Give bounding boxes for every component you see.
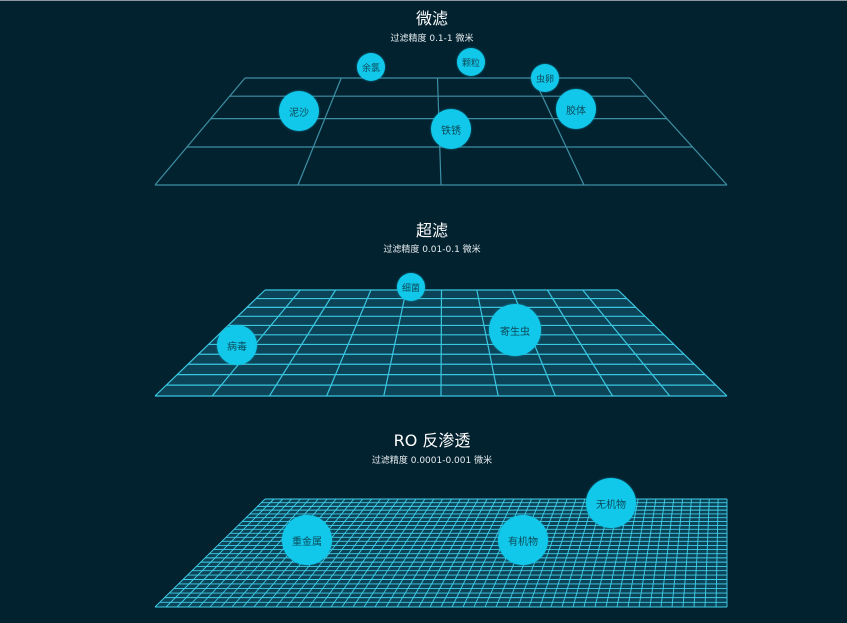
- top-border: [0, 0, 847, 1]
- grid-column-line: [326, 289, 372, 397]
- reverse-osmosis-title: RO 反渗透: [393, 431, 471, 450]
- grid-column-line: [539, 498, 577, 608]
- grid-column-line: [671, 498, 684, 608]
- particle-bubble: 细菌: [397, 273, 425, 301]
- particle-bubble: 铁锈: [431, 109, 471, 149]
- particle-label: 铁锈: [441, 125, 461, 137]
- particle-label: 颗粒: [461, 58, 480, 69]
- grid-column-line: [198, 498, 301, 608]
- particle-bubble: 颗粒: [457, 48, 485, 76]
- grid-column-line: [268, 289, 337, 397]
- grid-column-line: [396, 498, 461, 608]
- ultrafiltration-precision: 过滤精度 0.01-0.1 微米: [383, 245, 481, 255]
- grid-column-line: [440, 498, 497, 608]
- particle-bubble: 余氯: [357, 53, 385, 81]
- particle-label: 胶体: [566, 105, 586, 117]
- particle-label: 余氯: [361, 63, 380, 74]
- ultrafiltration-title: 超滤: [415, 221, 448, 240]
- particle-bubble: 病毒: [217, 325, 257, 365]
- grid-column-line: [649, 498, 666, 608]
- grid-column-line: [374, 498, 444, 608]
- grid-column-line: [187, 498, 292, 608]
- grid-column-line: [154, 289, 266, 397]
- grid-column-line: [154, 77, 246, 186]
- grid-column-line: [209, 498, 310, 608]
- grid-column-line: [383, 289, 407, 397]
- grid-column-line: [582, 289, 671, 397]
- grid-column-line: [165, 498, 275, 608]
- grid-column-line: [660, 498, 675, 608]
- particle-label: 泥沙: [289, 107, 309, 119]
- grid-column-line: [308, 498, 390, 608]
- particle-bubble: 有机物: [498, 515, 548, 565]
- grid-column-line: [617, 289, 728, 397]
- grid-column-line: [297, 77, 342, 186]
- grid-column-line: [693, 498, 701, 608]
- particle-label: 细菌: [401, 283, 420, 294]
- particle-bubble: 胶体: [556, 89, 596, 129]
- particle-label: 虫卵: [535, 74, 554, 85]
- grid-column-line: [418, 498, 479, 608]
- particle-label: 有机物: [508, 536, 538, 548]
- grid-column-line: [440, 289, 443, 397]
- grid-column-line: [297, 498, 381, 608]
- reverse-osmosis-precision: 过滤精度 0.0001-0.001 微米: [371, 456, 493, 466]
- particle-bubble: 无机物: [586, 478, 636, 528]
- grid-column-line: [550, 498, 586, 608]
- grid-column-line: [715, 498, 719, 608]
- grid-column-line: [616, 498, 639, 608]
- grid-column-line: [286, 498, 372, 608]
- microfiltration-title: 微滤: [415, 9, 448, 28]
- particle-label: 病毒: [227, 341, 247, 353]
- grid-column-line: [546, 289, 614, 397]
- particle-bubble: 寄生虫: [489, 304, 541, 356]
- grid-column-line: [330, 498, 408, 608]
- grid-column-line: [407, 498, 470, 608]
- grid-column-line: [451, 498, 506, 608]
- grid-column-line: [429, 498, 488, 608]
- grid-column-line: [561, 498, 595, 608]
- grid-column-line: [462, 498, 515, 608]
- microfiltration-precision: 过滤精度 0.1-1 微米: [390, 34, 474, 44]
- grid-column-line: [704, 498, 710, 608]
- grid-column-line: [176, 498, 284, 608]
- grid-column-line: [341, 498, 417, 608]
- particle-label: 重金属: [292, 536, 322, 548]
- grid-column-line: [638, 498, 657, 608]
- particle-bubble: 虫卵: [531, 64, 559, 92]
- grid-column-line: [319, 498, 399, 608]
- grid-column-line: [352, 498, 426, 608]
- grid-column-line: [627, 498, 648, 608]
- grid-column-line: [629, 77, 728, 186]
- particle-bubble: 重金属: [282, 515, 332, 565]
- grid-column-line: [476, 289, 499, 397]
- particle-label: 无机物: [596, 499, 626, 511]
- grid-column-line: [528, 498, 568, 608]
- grid-column-line: [682, 498, 692, 608]
- grid-column-line: [385, 498, 452, 608]
- particle-label: 寄生虫: [500, 326, 530, 338]
- grid-column-line: [154, 498, 266, 608]
- grid-column-line: [533, 77, 585, 186]
- particle-bubble: 泥沙: [279, 91, 319, 131]
- grid-column-line: [363, 498, 435, 608]
